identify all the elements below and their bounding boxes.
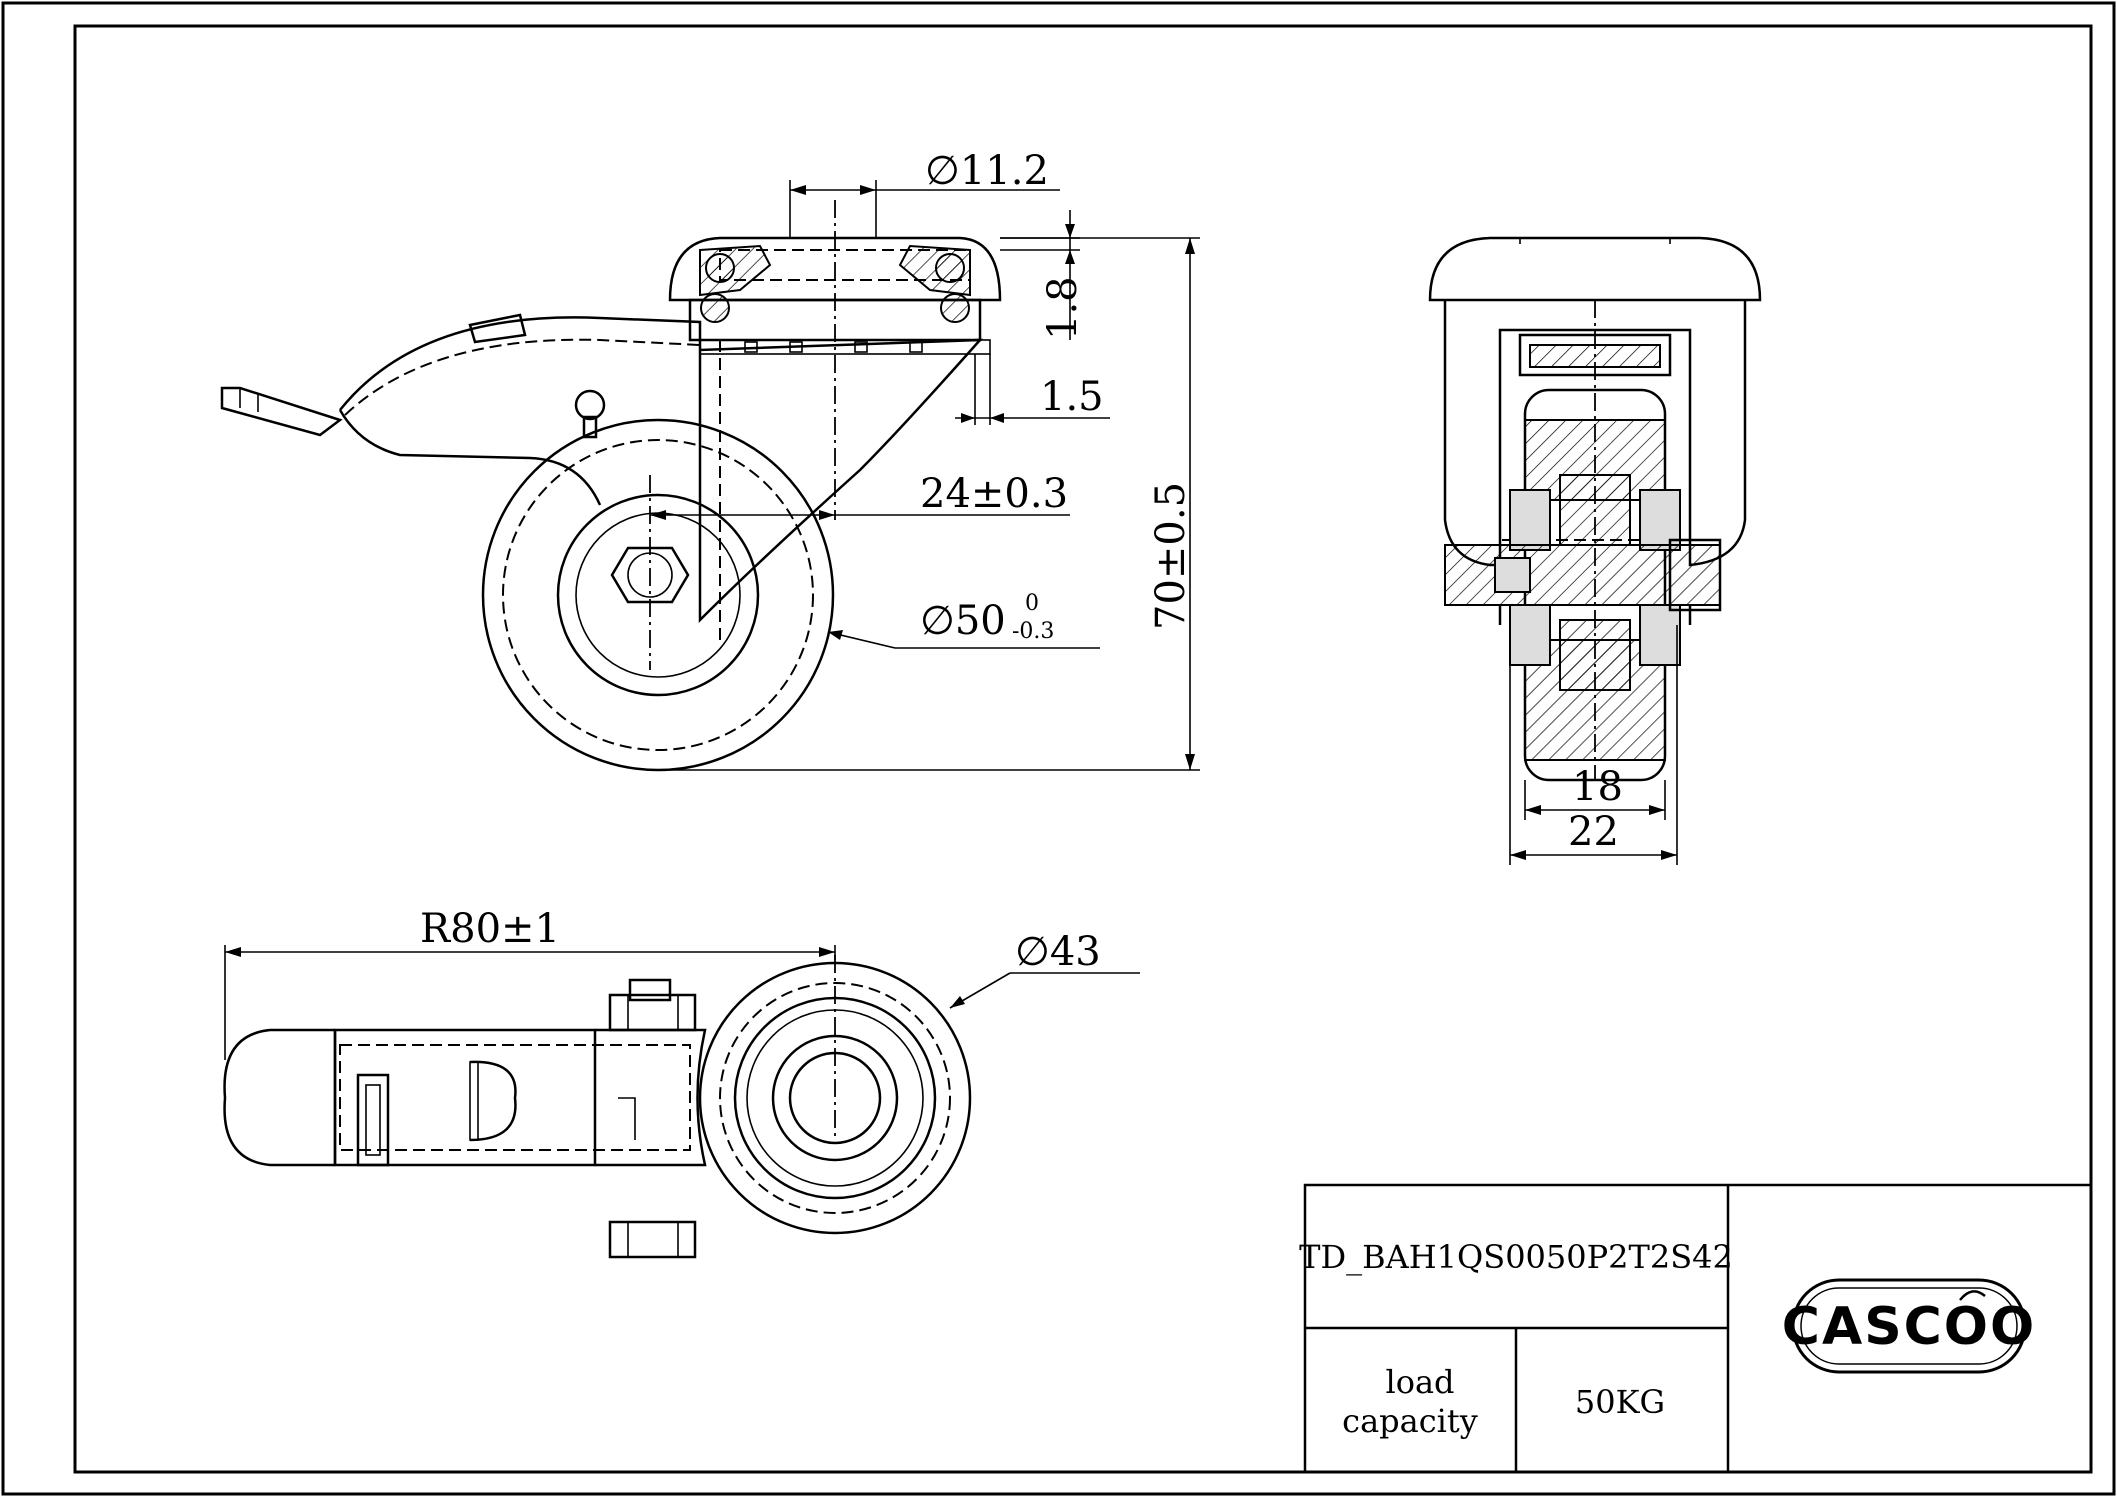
dim-top-thickness: 1.8 (1000, 210, 1086, 340)
dim-swivel-radius: R80±1 (224, 906, 836, 1060)
part-number: TD_BAH1QS0050P2T2S42 (1299, 1238, 1733, 1276)
fork-width-label: 22 (1568, 809, 1619, 855)
tread-width-label: 18 (1572, 764, 1623, 810)
dim-tread-width: 18 (1524, 764, 1666, 820)
wheel-tol-upper: 0 (1025, 591, 1039, 616)
dim-plate-offset: 1.5 (955, 354, 1110, 425)
top-thickness-label: 1.8 (1040, 276, 1086, 340)
dim-height: 70±0.5 (660, 237, 1200, 771)
dim-stem-diameter: ∅11.2 (789, 148, 1060, 238)
wheel-diameter-label: ∅50 (920, 598, 1006, 644)
load-label-line1: load (1385, 1363, 1454, 1401)
dim-top-diameter: ∅43 (949, 929, 1140, 1009)
plate-offset-label: 1.5 (1040, 374, 1104, 420)
inner-border (73, 24, 2093, 1474)
dim-fork-width: 22 (1509, 625, 1678, 865)
cascoo-logo: CASCOO (1782, 1278, 2036, 1374)
side-view (220, 200, 1002, 772)
wheel-tol-lower: -0.3 (1012, 619, 1054, 644)
height-label: 70±0.5 (1148, 482, 1194, 630)
offset-label: 24±0.3 (920, 471, 1068, 517)
dim-wheel-diameter: ∅50 0 -0.3 (827, 591, 1100, 649)
swivel-radius-label: R80±1 (420, 906, 560, 952)
title-block: TD_BAH1QS0050P2T2S42 load capacity 50KG … (1299, 1183, 2093, 1474)
load-value: 50KG (1575, 1383, 1665, 1421)
top-view (223, 955, 972, 1259)
logo-swoosh-icon (1959, 1290, 1986, 1301)
dim-offset: 24±0.3 (650, 471, 1070, 520)
stem-diameter-label: ∅11.2 (925, 148, 1049, 194)
logo-text: CASCOO (1782, 1297, 2036, 1357)
load-label-line2: capacity (1342, 1402, 1478, 1440)
top-diameter-label: ∅43 (1015, 929, 1101, 975)
front-view (1428, 236, 1762, 782)
